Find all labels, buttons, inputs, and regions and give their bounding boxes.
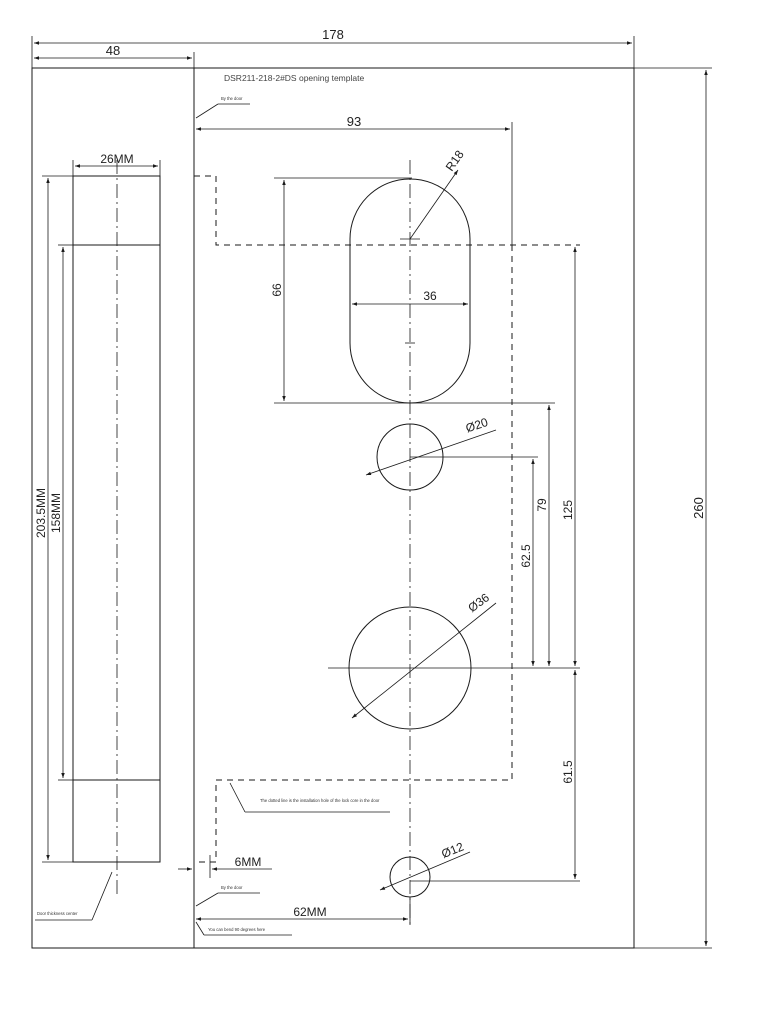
note-bend: You can bend 90 degrees here	[195, 921, 292, 936]
dim-label-260: 260	[691, 497, 706, 519]
template-title: DSR211-218-2#DS opening template	[224, 73, 364, 83]
dim-6mm: 6MM	[178, 855, 272, 878]
svg-text:By the door: By the door	[221, 96, 243, 101]
dim-label-178: 178	[322, 27, 344, 42]
hole-36: Ø36	[328, 590, 580, 730]
dim-62-5: 62.5	[519, 459, 535, 666]
dim-125: 125	[561, 247, 577, 666]
dim-offset-93: 93	[196, 114, 513, 245]
dim-label-26mm: 26MM	[100, 152, 133, 166]
note-door-thickness: Door thickness center	[37, 911, 78, 916]
dim-overall-height: 260	[691, 70, 708, 946]
dim-62mm: 62MM	[196, 897, 411, 925]
svg-text:You can bend 90 degrees here: You can bend 90 degrees here	[208, 927, 266, 932]
dim-79: 79	[535, 405, 551, 666]
dim-label-d20: Ø20	[464, 415, 490, 435]
svg-text:125: 125	[561, 500, 575, 520]
dim-label-158mm: 158MM	[49, 493, 63, 533]
dim-label-d12: Ø12	[439, 839, 466, 861]
note-dotted-line: The dotted line is the installation hole…	[229, 782, 390, 813]
dim-label-66: 66	[270, 283, 284, 297]
dim-label-48: 48	[106, 43, 120, 58]
svg-text:61.5: 61.5	[561, 760, 575, 784]
dim-label-203-5mm: 203.5MM	[34, 488, 48, 538]
lock-core-outline	[193, 175, 580, 863]
note-by-the-door-top: By the door	[195, 96, 250, 119]
svg-text:79: 79	[535, 498, 549, 512]
template-frame	[31, 67, 712, 949]
svg-text:By the door: By the door	[221, 885, 243, 890]
dim-61-5: 61.5	[561, 670, 577, 879]
dim-overall-width: 178	[31, 27, 635, 68]
note-by-the-door-bottom: By the door	[195, 885, 260, 907]
dim-left-panel-width: 48	[34, 43, 195, 68]
svg-text:62.5: 62.5	[519, 544, 533, 568]
svg-text:The dotted line is the install: The dotted line is the installation hole…	[260, 798, 380, 803]
dim-label-62mm: 62MM	[293, 905, 326, 919]
dim-label-93: 93	[347, 114, 361, 129]
dim-label-6mm: 6MM	[235, 855, 262, 869]
dim-label-d36: Ø36	[465, 590, 492, 615]
hole-20: Ø20	[365, 415, 538, 491]
dim-label-36: 36	[423, 289, 437, 303]
handle-outline: 26MM 203.5MM 158MM Door thickness center	[34, 152, 161, 921]
dim-label-r18: R18	[443, 147, 467, 173]
